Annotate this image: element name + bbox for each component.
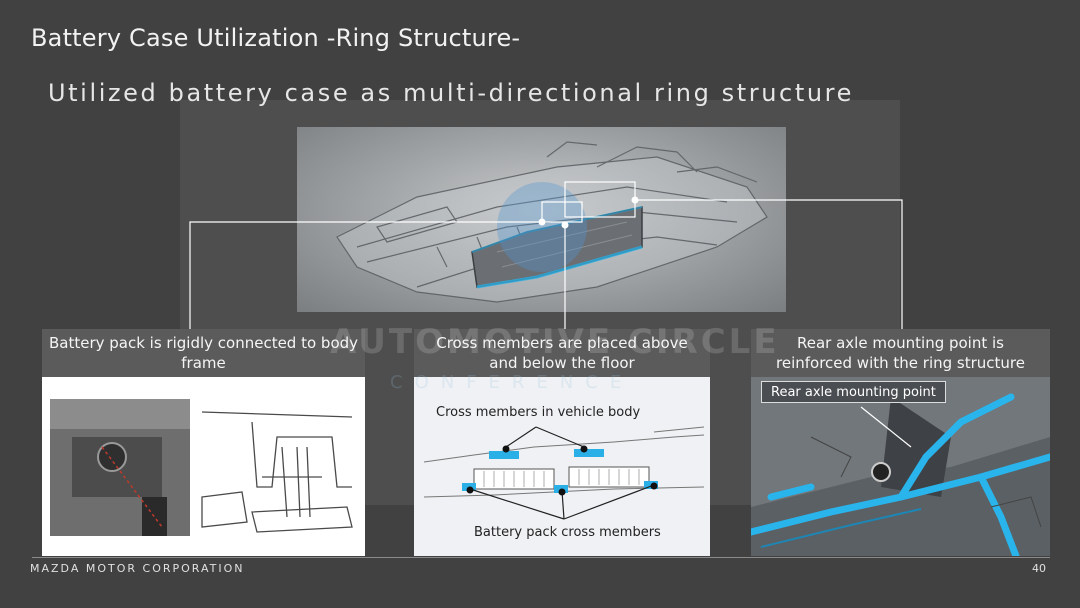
watermark-title: AUTOMOTIVE CIRCLE	[330, 322, 780, 362]
panel-rigid-connection-image	[42, 377, 365, 556]
panel-rigid-connection-heading: Battery pack is rigidly connected to bod…	[42, 329, 365, 377]
label-battery-pack-cross-members: Battery pack cross members	[474, 525, 661, 540]
panel-cross-members-heading: Cross members are placed above and below…	[414, 329, 710, 377]
page-number: 40	[1032, 562, 1046, 575]
chassis-hero-image	[297, 127, 786, 312]
rigid-connection-figure	[50, 399, 353, 536]
footer-company-name: MAZDA MOTOR CORPORATION	[30, 562, 245, 575]
panel-rear-axle-heading: Rear axle mounting point is reinforced w…	[751, 329, 1050, 377]
cross-members-figure	[423, 426, 705, 520]
watermark-subtitle: CONFERENCE	[390, 372, 634, 393]
slide-subtitle: Utilized battery case as multi-direction…	[48, 79, 854, 107]
rear-axle-figure	[751, 377, 1050, 556]
panel-cross-members-image: Cross members in vehicle body Battery pa…	[414, 377, 710, 556]
label-cross-members-vehicle-body: Cross members in vehicle body	[436, 405, 641, 420]
panel-rear-axle-image	[751, 377, 1050, 556]
slide-title: Battery Case Utilization -Ring Structure…	[31, 24, 521, 52]
footer-divider	[32, 557, 1050, 558]
rear-axle-mounting-point-badge: Rear axle mounting point	[761, 381, 946, 403]
